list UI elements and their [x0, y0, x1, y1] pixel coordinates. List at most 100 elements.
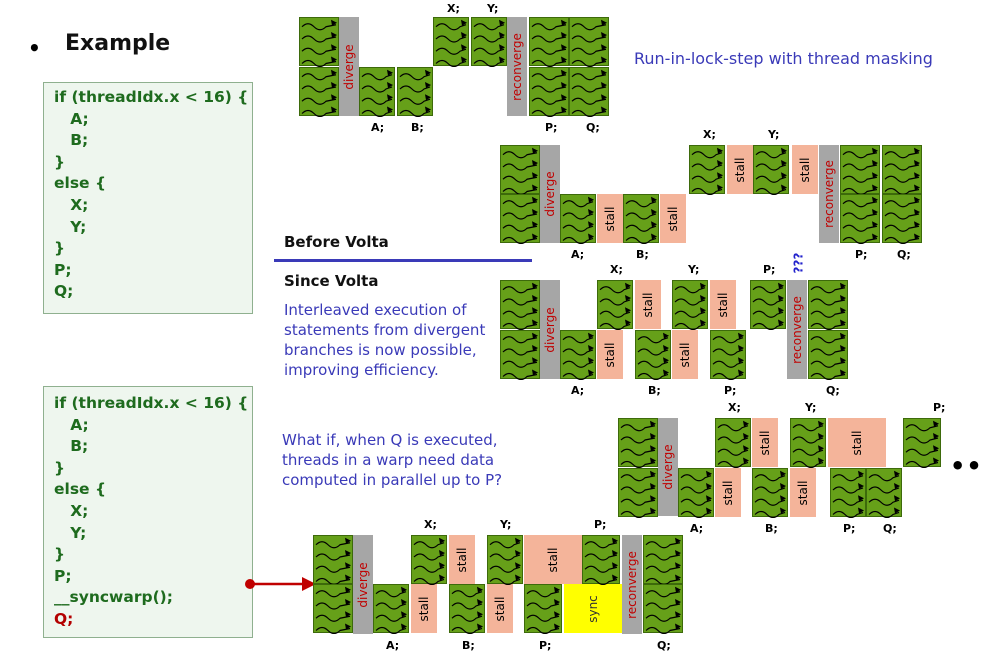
- stall-bar-label: stall: [641, 292, 655, 317]
- stall-bar-label: stall: [417, 596, 431, 621]
- thread-block: [569, 67, 609, 117]
- stall-bar-label: stall: [798, 157, 812, 182]
- thread-block: [840, 145, 880, 195]
- code-label: Y;: [688, 263, 700, 276]
- thread-block: [529, 17, 569, 67]
- thread-block: [715, 418, 751, 468]
- ellipsis: •••: [950, 452, 983, 480]
- code-label: B;: [411, 121, 424, 134]
- thread-block: [373, 584, 409, 634]
- code-label: Y;: [768, 128, 780, 141]
- code-line: P;: [54, 260, 72, 279]
- diverge-bar-label: diverge: [342, 43, 356, 90]
- diverge-bar: diverge: [540, 145, 560, 243]
- thread-block: [433, 17, 469, 67]
- reconverge-bar-label: reconverge: [790, 295, 804, 364]
- code-line: }: [54, 458, 66, 477]
- code-label: P;: [594, 518, 607, 531]
- code-label: P;: [763, 263, 776, 276]
- thread-block: [753, 145, 789, 195]
- code-line: B;: [54, 437, 89, 456]
- thread-block: [623, 194, 659, 244]
- stall-bar: stall: [597, 330, 623, 379]
- diverge-bar-label: diverge: [543, 306, 557, 353]
- thread-block: [313, 584, 353, 634]
- lockstep-caption: Run-in-lock-step with thread masking: [634, 49, 933, 68]
- thread-block: [471, 17, 507, 67]
- stall-bar: stall: [672, 330, 698, 379]
- interleaved-line: Interleaved execution of: [284, 301, 467, 319]
- code-label: B;: [765, 522, 778, 535]
- thread-block: [411, 535, 447, 585]
- thread-block: [618, 418, 658, 468]
- thread-block: [830, 468, 866, 518]
- stall-bar: stall: [597, 194, 623, 243]
- thread-block: [808, 330, 848, 380]
- stall-bar-label: stall: [666, 206, 680, 231]
- stall-bar-label: stall: [455, 547, 469, 572]
- thread-block: [299, 67, 339, 117]
- stall-bar-label: stall: [850, 430, 864, 455]
- thread-block: [882, 194, 922, 244]
- code-line: __syncwarp();: [54, 588, 173, 607]
- code-label: P;: [539, 639, 552, 652]
- thread-block: [359, 67, 395, 117]
- what-if-line: computed in parallel up to P?: [282, 471, 503, 489]
- before-volta-heading: Before Volta: [284, 233, 389, 251]
- what-if-line: threads in a warp need data: [282, 451, 495, 469]
- thread-block: [524, 584, 562, 634]
- code-label: X;: [728, 401, 741, 414]
- stall-bar: stall: [411, 584, 437, 633]
- code-line: if (threadIdx.x < 16) {: [54, 88, 249, 106]
- code-label: X;: [610, 263, 623, 276]
- what-if-text: What if, when Q is executed, threads in …: [282, 430, 502, 490]
- interleaved-line: branches is now possible,: [284, 341, 477, 359]
- thread-block: [487, 535, 523, 585]
- question-marks: ???: [791, 252, 806, 274]
- stall-bar-label: stall: [603, 206, 617, 231]
- code-line: Q;: [54, 610, 74, 628]
- reconverge-bar: reconverge: [787, 280, 807, 379]
- thread-block: [597, 280, 633, 330]
- code-line: A;: [54, 109, 89, 128]
- code-line: Q;: [54, 282, 74, 301]
- reconverge-bar-label: reconverge: [625, 550, 639, 619]
- stall-bar: stall: [449, 535, 475, 584]
- code-label: P;: [545, 121, 558, 134]
- stall-bar-label: stall: [493, 596, 507, 621]
- stall-bar-label: stall: [733, 157, 747, 182]
- slide-title: Example: [65, 31, 171, 56]
- diverge-bar: diverge: [339, 17, 359, 116]
- thread-block: [752, 468, 788, 518]
- thread-block: [560, 194, 596, 244]
- reconverge-bar: reconverge: [819, 145, 839, 243]
- diverge-bar-label: diverge: [543, 171, 557, 217]
- code-label: Q;: [897, 248, 911, 261]
- thread-block: [903, 418, 941, 468]
- code-line: else {: [54, 480, 106, 499]
- since-volta-heading: Since Volta: [284, 272, 379, 290]
- thread-block: [643, 584, 683, 634]
- arrow-head: [302, 577, 316, 591]
- stall-bar-label: stall: [603, 342, 617, 367]
- interleaved-text: Interleaved execution of statements from…: [284, 300, 485, 380]
- thread-block: [882, 145, 922, 195]
- code-label: A;: [371, 121, 385, 134]
- code-label: Q;: [586, 121, 600, 134]
- thread-block: [500, 145, 540, 195]
- stall-bar-label: stall: [678, 342, 692, 367]
- code-label: Y;: [805, 401, 817, 414]
- code-line: else {: [54, 174, 106, 193]
- stall-bar: stall: [792, 145, 818, 194]
- thread-block: [569, 17, 609, 67]
- sync-bar-label: sync: [586, 594, 600, 623]
- code-label: A;: [571, 384, 585, 397]
- stall-bar: stall: [828, 418, 886, 467]
- thread-block: [529, 67, 569, 117]
- interleaved-line: statements from divergent: [284, 321, 486, 339]
- diverge-bar: diverge: [353, 535, 373, 634]
- interleaved-line: improving efficiency.: [284, 361, 439, 379]
- code-label: P;: [933, 401, 946, 414]
- diverge-bar-label: diverge: [356, 561, 370, 608]
- code-line: X;: [54, 196, 89, 214]
